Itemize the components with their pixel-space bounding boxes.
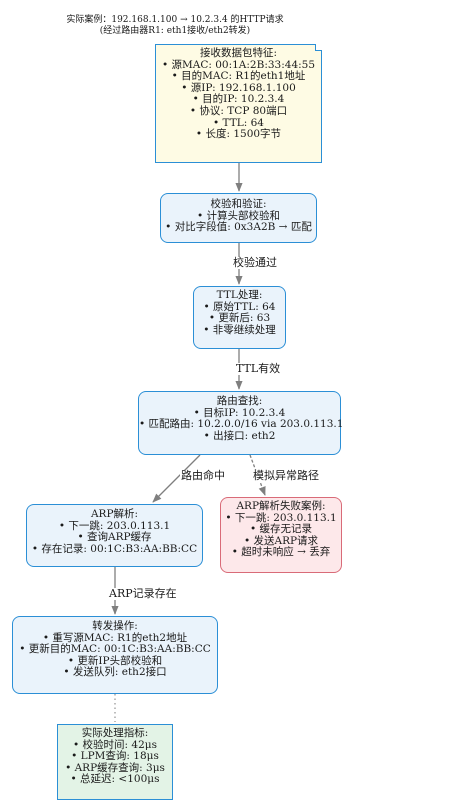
node-title: 校验和验证: [210, 198, 267, 210]
node-item: • 更新后: 63 [208, 312, 271, 325]
edge-label-arp-exists: ARP记录存在 [108, 587, 178, 600]
node-item: • TTL: 64 [213, 116, 264, 129]
arp-resolve-node: ARP解析: • 下一跳: 203.0.113.1 • 查询ARP缓存 • 存在… [26, 504, 203, 567]
caption-line-1: 实际案例：192.168.1.100 → 10.2.3.4 的HTTP请求 [66, 15, 284, 25]
node-item: • 目标IP: 10.2.3.4 [193, 406, 286, 419]
node-item: • 原始TTL: 64 [203, 300, 276, 313]
node-title: ARP解析: [90, 508, 139, 520]
node-title: 路由查找: [216, 395, 263, 407]
node-item: • 下一跳: 203.0.113.1 [225, 511, 337, 524]
node-item: • 计算头部校验和 [196, 209, 281, 222]
node-item: • 下一跳: 203.0.113.1 [58, 519, 171, 532]
node-title: ARP解析失败案例: [236, 500, 326, 512]
node-item: • 目的MAC: R1的eth1地址 [171, 70, 306, 83]
node-item: • 存在记录: 00:1C:B3:AA:BB:CC [31, 542, 198, 555]
node-title: 接收数据包特征: [199, 47, 278, 59]
node-item: • 发送队列: eth2接口 [63, 666, 167, 679]
node-item: • 源IP: 192.168.1.100 [181, 81, 296, 94]
note-fold-corner [315, 44, 322, 51]
node-item: • 目的IP: 10.2.3.4 [192, 93, 285, 106]
node-item: • 校验时间: 42μs [73, 738, 157, 751]
edge-label-route-hit: 路由命中 [180, 469, 226, 482]
receive-packet-node: 接收数据包特征: • 源MAC: 00:1A:2B:33:44:55 • 目的M… [155, 44, 322, 163]
edge-label-ttl-valid: TTL有效 [235, 362, 282, 375]
forward-node: 转发操作: • 重写源MAC: R1的eth2地址 • 更新目的MAC: 00:… [12, 616, 218, 694]
node-item: • 协议: TCP 80端口 [189, 104, 288, 117]
node-title: 实际处理指标: [81, 727, 149, 739]
caption-line-2: (经过路由器R1: eth1接收/eth2转发) [99, 26, 251, 36]
node-item: • 超时未响应 → 丢弃 [231, 546, 331, 559]
node-item: • 对比字段值: 0x3A2B → 匹配 [165, 221, 312, 234]
node-item: • 匹配路由: 10.2.0.0/16 via 203.0.113.1 [139, 418, 344, 431]
route-lookup-node: 路由查找: • 目标IP: 10.2.3.4 • 匹配路由: 10.2.0.0/… [138, 391, 344, 455]
node-item: • 缓存无记录 [249, 523, 313, 536]
diagram-caption: 实际案例：192.168.1.100 → 10.2.3.4 的HTTP请求 (经… [50, 15, 300, 37]
node-item: • 查询ARP缓存 [77, 531, 152, 544]
arp-failure-node: ARP解析失败案例: • 下一跳: 203.0.113.1 • 缓存无记录 • … [220, 497, 342, 573]
node-item: • 发送ARP请求 [243, 534, 319, 547]
node-item: • 出接口: eth2 [203, 429, 276, 442]
node-item: • 非零继续处理 [203, 323, 276, 336]
edge-label-checksum-pass: 校验通过 [232, 256, 278, 269]
node-item: • LPM查询: 18μs [71, 750, 159, 763]
node-title: TTL处理: [216, 289, 263, 301]
metrics-node: 实际处理指标: • 校验时间: 42μs • LPM查询: 18μs • ARP… [57, 724, 173, 800]
node-item: • 源MAC: 00:1A:2B:33:44:55 [161, 58, 316, 71]
ttl-node: TTL处理: • 原始TTL: 64 • 更新后: 63 • 非零继续处理 [193, 286, 286, 349]
node-item: • ARP缓存查询: 3μs [65, 761, 165, 774]
checksum-node: 校验和验证: • 计算头部校验和 • 对比字段值: 0x3A2B → 匹配 [160, 193, 317, 243]
edge-route-arp [152, 454, 201, 503]
node-item: • 长度: 1500字节 [195, 128, 282, 141]
node-item: • 重写源MAC: R1的eth2地址 [42, 631, 188, 644]
node-item: • 更新目的MAC: 00:1C:B3:AA:BB:CC [19, 643, 211, 656]
node-title: 转发操作: [92, 620, 138, 632]
node-item: • 总延迟: <100μs [70, 773, 160, 786]
node-item: • 更新IP头部校验和 [67, 654, 163, 667]
edge-label-simulate-error: 模拟异常路径 [252, 469, 320, 482]
